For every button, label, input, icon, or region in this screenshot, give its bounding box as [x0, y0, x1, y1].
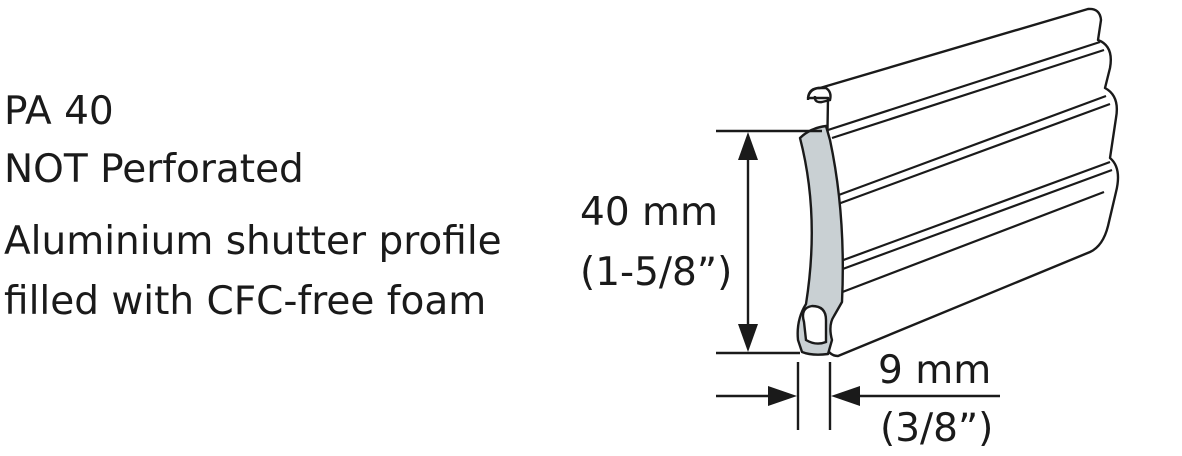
width-arrow-right [831, 386, 860, 406]
perforation-label: NOT Perforated [4, 147, 304, 192]
height-arrow-bottom [738, 324, 758, 352]
slat-body [806, 7, 1120, 358]
profile-model-label: PA 40 [4, 89, 114, 134]
height-arrow-top [738, 132, 758, 160]
height-mm-label: 40 mm [580, 190, 719, 235]
width-arrow-left [768, 386, 797, 406]
height-inch-label: (1-5/8”) [580, 250, 733, 295]
bottom-hook [801, 304, 828, 345]
slat-grooves [827, 40, 1113, 298]
width-dimension [716, 362, 1000, 430]
width-inch-label: (3/8”) [880, 406, 994, 451]
top-hook [806, 86, 832, 104]
height-dimension [716, 129, 822, 355]
description-line-1: Aluminium shutter profile [4, 219, 502, 264]
width-mm-label: 9 mm [878, 348, 992, 393]
foam-cross-section [796, 124, 844, 356]
description-line-2: filled with CFC-free foam [4, 279, 487, 324]
